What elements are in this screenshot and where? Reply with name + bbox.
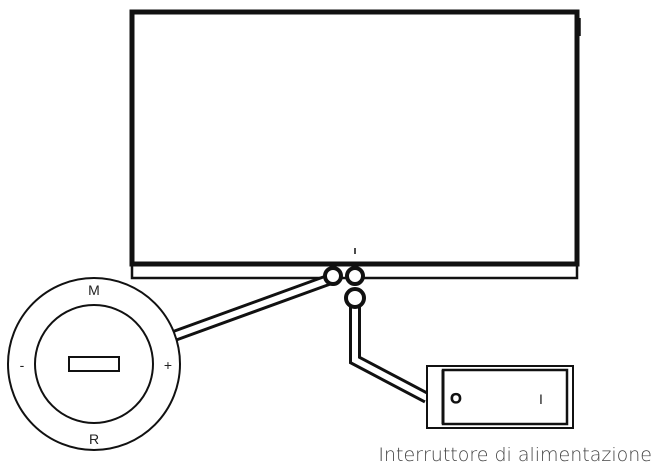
monitor-screen bbox=[129, 9, 580, 267]
joystick-label-r: R bbox=[89, 431, 99, 447]
monitor bbox=[129, 9, 581, 280]
power-switch[interactable]: O I bbox=[426, 365, 574, 429]
joystick-label-m: M bbox=[88, 282, 100, 298]
connectors bbox=[323, 266, 366, 309]
joystick-control[interactable]: M R - + bbox=[7, 277, 181, 451]
power-switch-off-label: O bbox=[451, 390, 462, 406]
joystick-center-button[interactable] bbox=[68, 356, 120, 372]
switch-cable bbox=[349, 300, 430, 404]
power-switch-caption: Interruttore di alimentazione bbox=[378, 444, 652, 466]
power-switch-rocker[interactable] bbox=[441, 368, 569, 426]
joystick-cable bbox=[168, 273, 337, 342]
joystick-label-plus: + bbox=[164, 357, 172, 373]
joystick-label-minus: - bbox=[20, 357, 25, 373]
power-switch-on-label: I bbox=[539, 391, 543, 407]
joystick-connector bbox=[323, 266, 343, 286]
power-connector bbox=[345, 266, 365, 286]
switch-cable-connector bbox=[344, 287, 366, 309]
